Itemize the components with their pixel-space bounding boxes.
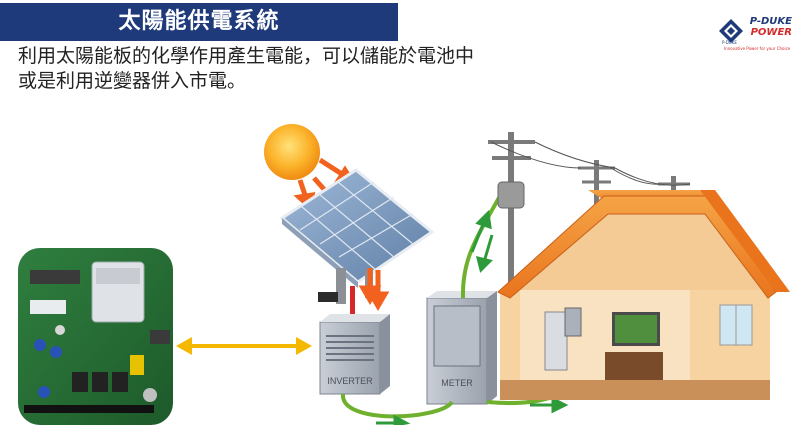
bidirectional-arrow [176,337,312,355]
brand-logo: P-DUKE POWER P-DUKE Innovative Power for… [714,14,794,54]
meter-box [426,291,497,405]
solar-panel [279,168,435,304]
pcb-image [18,248,173,425]
power-arrows [358,268,390,311]
logo-tagline: Innovative Power for your Choice [724,46,791,51]
inverter-box [319,314,390,395]
meter-label: METER [441,378,473,388]
house [497,190,790,400]
dc-wire [350,286,355,324]
title-bar [0,3,398,41]
description-line-2: 或是利用逆變器併入市電。 [18,70,247,92]
description: 利用太陽能板的化學作用產生電能，可以儲能於電池中 或是利用逆變器併入市電。 [18,44,578,94]
power-lines [490,141,691,186]
logo-small: P-DUKE [722,40,737,45]
sun-icon [264,124,320,180]
description-line-1: 利用太陽能板的化學作用產生電能，可以儲能於電池中 [18,45,475,67]
logo-word-1: P-DUKE [749,16,792,27]
inverter-label: INVERTER [327,376,373,386]
logo-word-2: POWER [750,27,792,38]
page-title: 太陽能供電系統 [118,9,280,34]
flow-arrows [376,209,569,425]
logo-mark-icon [719,19,743,43]
